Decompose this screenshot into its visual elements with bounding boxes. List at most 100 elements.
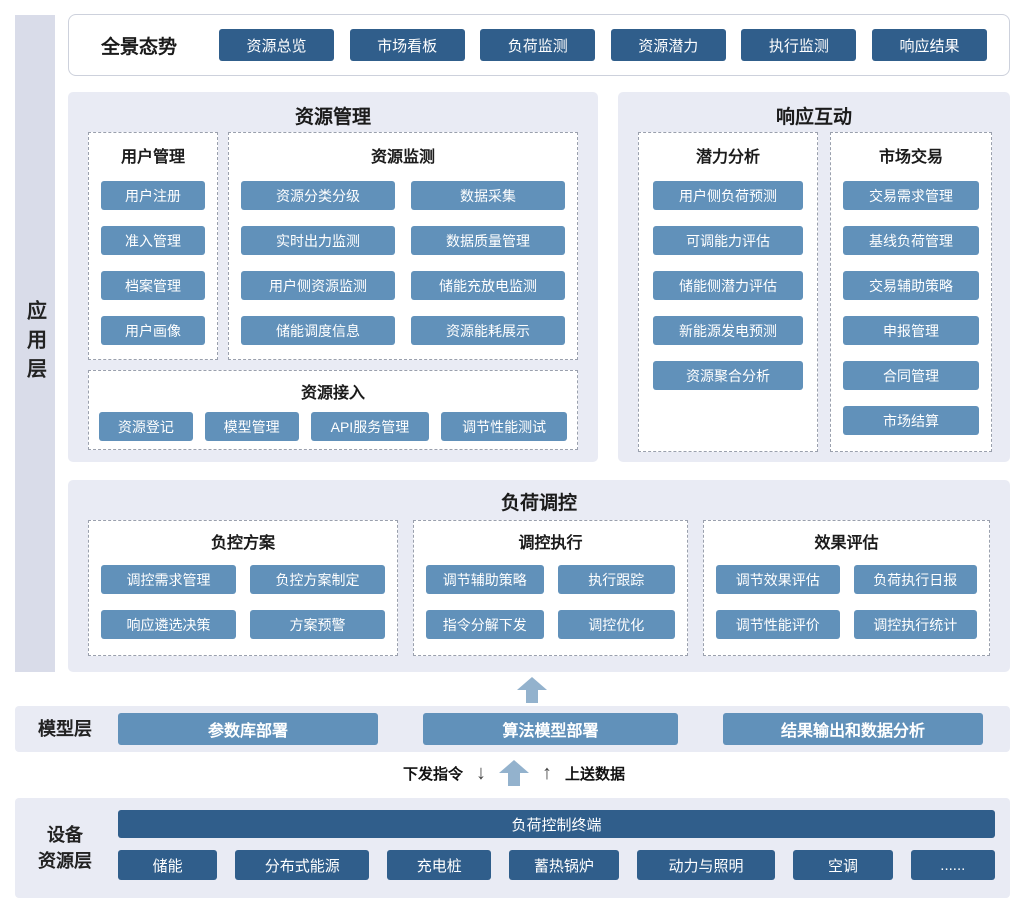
- panorama-button-exec-monitor[interactable]: 执行监测: [741, 29, 857, 61]
- panorama-button-resource-overview[interactable]: 资源总览: [219, 29, 335, 61]
- load-plan-title: 负控方案: [210, 535, 275, 552]
- load-plan-box: 负控方案 调控需求管理 负控方案制定 响应遴选决策 方案预警: [88, 520, 398, 656]
- device-layer-label-line2: 资源层: [38, 851, 92, 871]
- module-resource-registry[interactable]: 资源登记: [99, 412, 193, 441]
- down-arrow-icon: ↓: [476, 762, 486, 784]
- module-storage-potential-eval[interactable]: 储能侧潜力评估: [653, 271, 803, 300]
- module-regulation-assist-strategy[interactable]: 调节辅助策略: [426, 565, 544, 594]
- module-admission-mgmt[interactable]: 准入管理: [101, 226, 205, 255]
- module-realtime-output-monitor[interactable]: 实时出力监测: [241, 226, 395, 255]
- control-exec-grid: 调节辅助策略 执行跟踪 指令分解下发 调控优化: [426, 565, 675, 639]
- uplink-label: 上送数据: [565, 765, 626, 783]
- panorama-button-market-board[interactable]: 市场看板: [349, 29, 465, 61]
- module-regulation-performance-test[interactable]: 调节性能测试: [441, 412, 567, 441]
- module-plan-formulation[interactable]: 负控方案制定: [250, 565, 385, 594]
- device-layer-label: 设备 资源层: [15, 798, 115, 898]
- module-resource-energy-display[interactable]: 资源能耗展示: [411, 316, 565, 345]
- module-parameter-db-deploy[interactable]: 参数库部署: [118, 713, 378, 745]
- resource-access-row: 资源登记 模型管理 API服务管理 调节性能测试: [99, 412, 567, 441]
- module-command-decompose[interactable]: 指令分解下发: [426, 610, 544, 639]
- control-exec-box: 调控执行 调节辅助策略 执行跟踪 指令分解下发 调控优化: [413, 520, 688, 656]
- module-load-exec-daily[interactable]: 负荷执行日报: [853, 565, 977, 594]
- module-effect-evaluation[interactable]: 调节效果评估: [716, 565, 840, 594]
- device-distributed-energy[interactable]: 分布式能源: [235, 850, 370, 880]
- model-layer-label-text: 模型层: [38, 718, 92, 739]
- module-storage-dispatch-info[interactable]: 储能调度信息: [241, 316, 395, 345]
- module-model-mgmt[interactable]: 模型管理: [204, 412, 299, 441]
- module-data-collection[interactable]: 数据采集: [411, 181, 565, 210]
- load-control-title: 负荷调控: [500, 493, 577, 514]
- panorama-button-resource-potential[interactable]: 资源潜力: [610, 29, 726, 61]
- panorama-buttons: 资源总览 市场看板 负荷监测 资源潜力 执行监测 响应结果: [219, 29, 987, 61]
- market-trading-title: 市场交易: [878, 149, 943, 166]
- resource-monitor-title: 资源监测: [370, 149, 435, 166]
- device-layer-strip: 设备 资源层 负荷控制终端 储能 分布式能源 充电桩 蓄热锅炉 动力与照明 空调…: [15, 798, 1010, 898]
- resource-access-box: 资源接入 资源登记 模型管理 API服务管理 调节性能测试: [88, 370, 578, 450]
- module-performance-review[interactable]: 调节性能评价: [716, 610, 840, 639]
- load-control-panel: 负荷调控 负控方案 调控需求管理 负控方案制定 响应遴选决策 方案预警 调控执行…: [68, 480, 1010, 672]
- market-trading-box: 市场交易 交易需求管理 基线负荷管理 交易辅助策略 申报管理 合同管理 市场结算: [830, 132, 992, 452]
- up-arrow-icon: [499, 760, 529, 786]
- module-resource-classification[interactable]: 资源分类分级: [241, 181, 395, 210]
- module-user-profile[interactable]: 用户画像: [101, 316, 205, 345]
- device-ellipsis[interactable]: ......: [910, 850, 995, 880]
- module-market-settlement[interactable]: 市场结算: [843, 406, 979, 435]
- load-plan-grid: 调控需求管理 负控方案制定 响应遴选决策 方案预警: [101, 565, 385, 639]
- data-flow-row: 下发指令 ↓ ↑ 上送数据: [0, 756, 1028, 790]
- device-layer-label-line1: 设备: [47, 824, 83, 845]
- module-response-selection[interactable]: 响应遴选决策: [101, 610, 236, 639]
- model-layer-strip: 模型层 参数库部署 算法模型部署 结果输出和数据分析: [15, 706, 1010, 752]
- user-management-title: 用户管理: [120, 149, 185, 166]
- app-layer-bar: 应用层: [15, 15, 55, 672]
- module-result-output-analysis[interactable]: 结果输出和数据分析: [723, 713, 983, 745]
- module-userside-load-forecast[interactable]: 用户侧负荷预测: [653, 181, 803, 210]
- resource-management-panel: 资源管理 用户管理 用户注册 准入管理 档案管理 用户画像 资源监测 资源分类分…: [68, 92, 598, 462]
- up-arrow-thin-icon: ↑: [542, 762, 552, 784]
- module-baseline-load-mgmt[interactable]: 基线负荷管理: [843, 226, 979, 255]
- load-control-terminal-bar[interactable]: 负荷控制终端: [118, 810, 995, 838]
- module-exec-tracking[interactable]: 执行跟踪: [557, 565, 675, 594]
- response-interaction-title: 响应互动: [775, 107, 852, 128]
- module-user-register[interactable]: 用户注册: [101, 181, 205, 210]
- module-contract-mgmt[interactable]: 合同管理: [843, 361, 979, 390]
- app-layer-label: 应用层: [23, 300, 46, 387]
- module-archive-mgmt[interactable]: 档案管理: [101, 271, 205, 300]
- panorama-button-response-result[interactable]: 响应结果: [871, 29, 987, 61]
- module-resource-aggregation-analysis[interactable]: 资源聚合分析: [653, 361, 803, 390]
- module-renewable-gen-forecast[interactable]: 新能源发电预测: [653, 316, 803, 345]
- module-control-demand-mgmt[interactable]: 调控需求管理: [101, 565, 236, 594]
- resource-monitor-grid: 资源分类分级 数据采集 实时出力监测 数据质量管理 用户侧资源监测 储能充放电监…: [241, 181, 565, 345]
- control-exec-title: 调控执行: [518, 535, 583, 552]
- device-charging-pile[interactable]: 充电桩: [387, 850, 492, 880]
- resource-monitor-box: 资源监测 资源分类分级 数据采集 实时出力监测 数据质量管理 用户侧资源监测 储…: [228, 132, 578, 360]
- up-arrow-icon: [517, 677, 547, 703]
- module-adjustable-capacity-eval[interactable]: 可调能力评估: [653, 226, 803, 255]
- response-interaction-panel: 响应互动 潜力分析 用户侧负荷预测 可调能力评估 储能侧潜力评估 新能源发电预测…: [618, 92, 1010, 462]
- resource-access-title: 资源接入: [300, 385, 365, 402]
- effect-eval-grid: 调节效果评估 负荷执行日报 调节性能评价 调控执行统计: [716, 565, 977, 639]
- panorama-button-load-monitor[interactable]: 负荷监测: [480, 29, 596, 61]
- module-algorithm-model-deploy[interactable]: 算法模型部署: [423, 713, 678, 745]
- module-control-optimize[interactable]: 调控优化: [557, 610, 675, 639]
- module-api-service-mgmt[interactable]: API服务管理: [310, 412, 430, 441]
- panorama-title: 全景态势: [101, 36, 178, 58]
- device-energy-storage[interactable]: 储能: [118, 850, 218, 880]
- device-heat-storage-boiler[interactable]: 蓄热锅炉: [509, 850, 619, 880]
- module-trade-demand-mgmt[interactable]: 交易需求管理: [843, 181, 979, 210]
- effect-eval-title: 效果评估: [814, 535, 879, 552]
- module-declaration-mgmt[interactable]: 申报管理: [843, 316, 979, 345]
- device-power-lighting[interactable]: 动力与照明: [636, 850, 776, 880]
- potential-analysis-title: 潜力分析: [695, 149, 760, 166]
- downlink-label: 下发指令: [402, 765, 463, 783]
- module-plan-warning[interactable]: 方案预警: [250, 610, 385, 639]
- panorama-bar: 全景态势 资源总览 市场看板 负荷监测 资源潜力 执行监测 响应结果: [68, 14, 1010, 76]
- device-air-conditioner[interactable]: 空调: [793, 850, 893, 880]
- module-trade-assist-strategy[interactable]: 交易辅助策略: [843, 271, 979, 300]
- module-data-quality-mgmt[interactable]: 数据质量管理: [411, 226, 565, 255]
- potential-analysis-box: 潜力分析 用户侧负荷预测 可调能力评估 储能侧潜力评估 新能源发电预测 资源聚合…: [638, 132, 818, 452]
- module-storage-charge-monitor[interactable]: 储能充放电监测: [411, 271, 565, 300]
- module-exec-statistics[interactable]: 调控执行统计: [853, 610, 977, 639]
- effect-eval-box: 效果评估 调节效果评估 负荷执行日报 调节性能评价 调控执行统计: [703, 520, 990, 656]
- module-userside-resource-monitor[interactable]: 用户侧资源监测: [241, 271, 395, 300]
